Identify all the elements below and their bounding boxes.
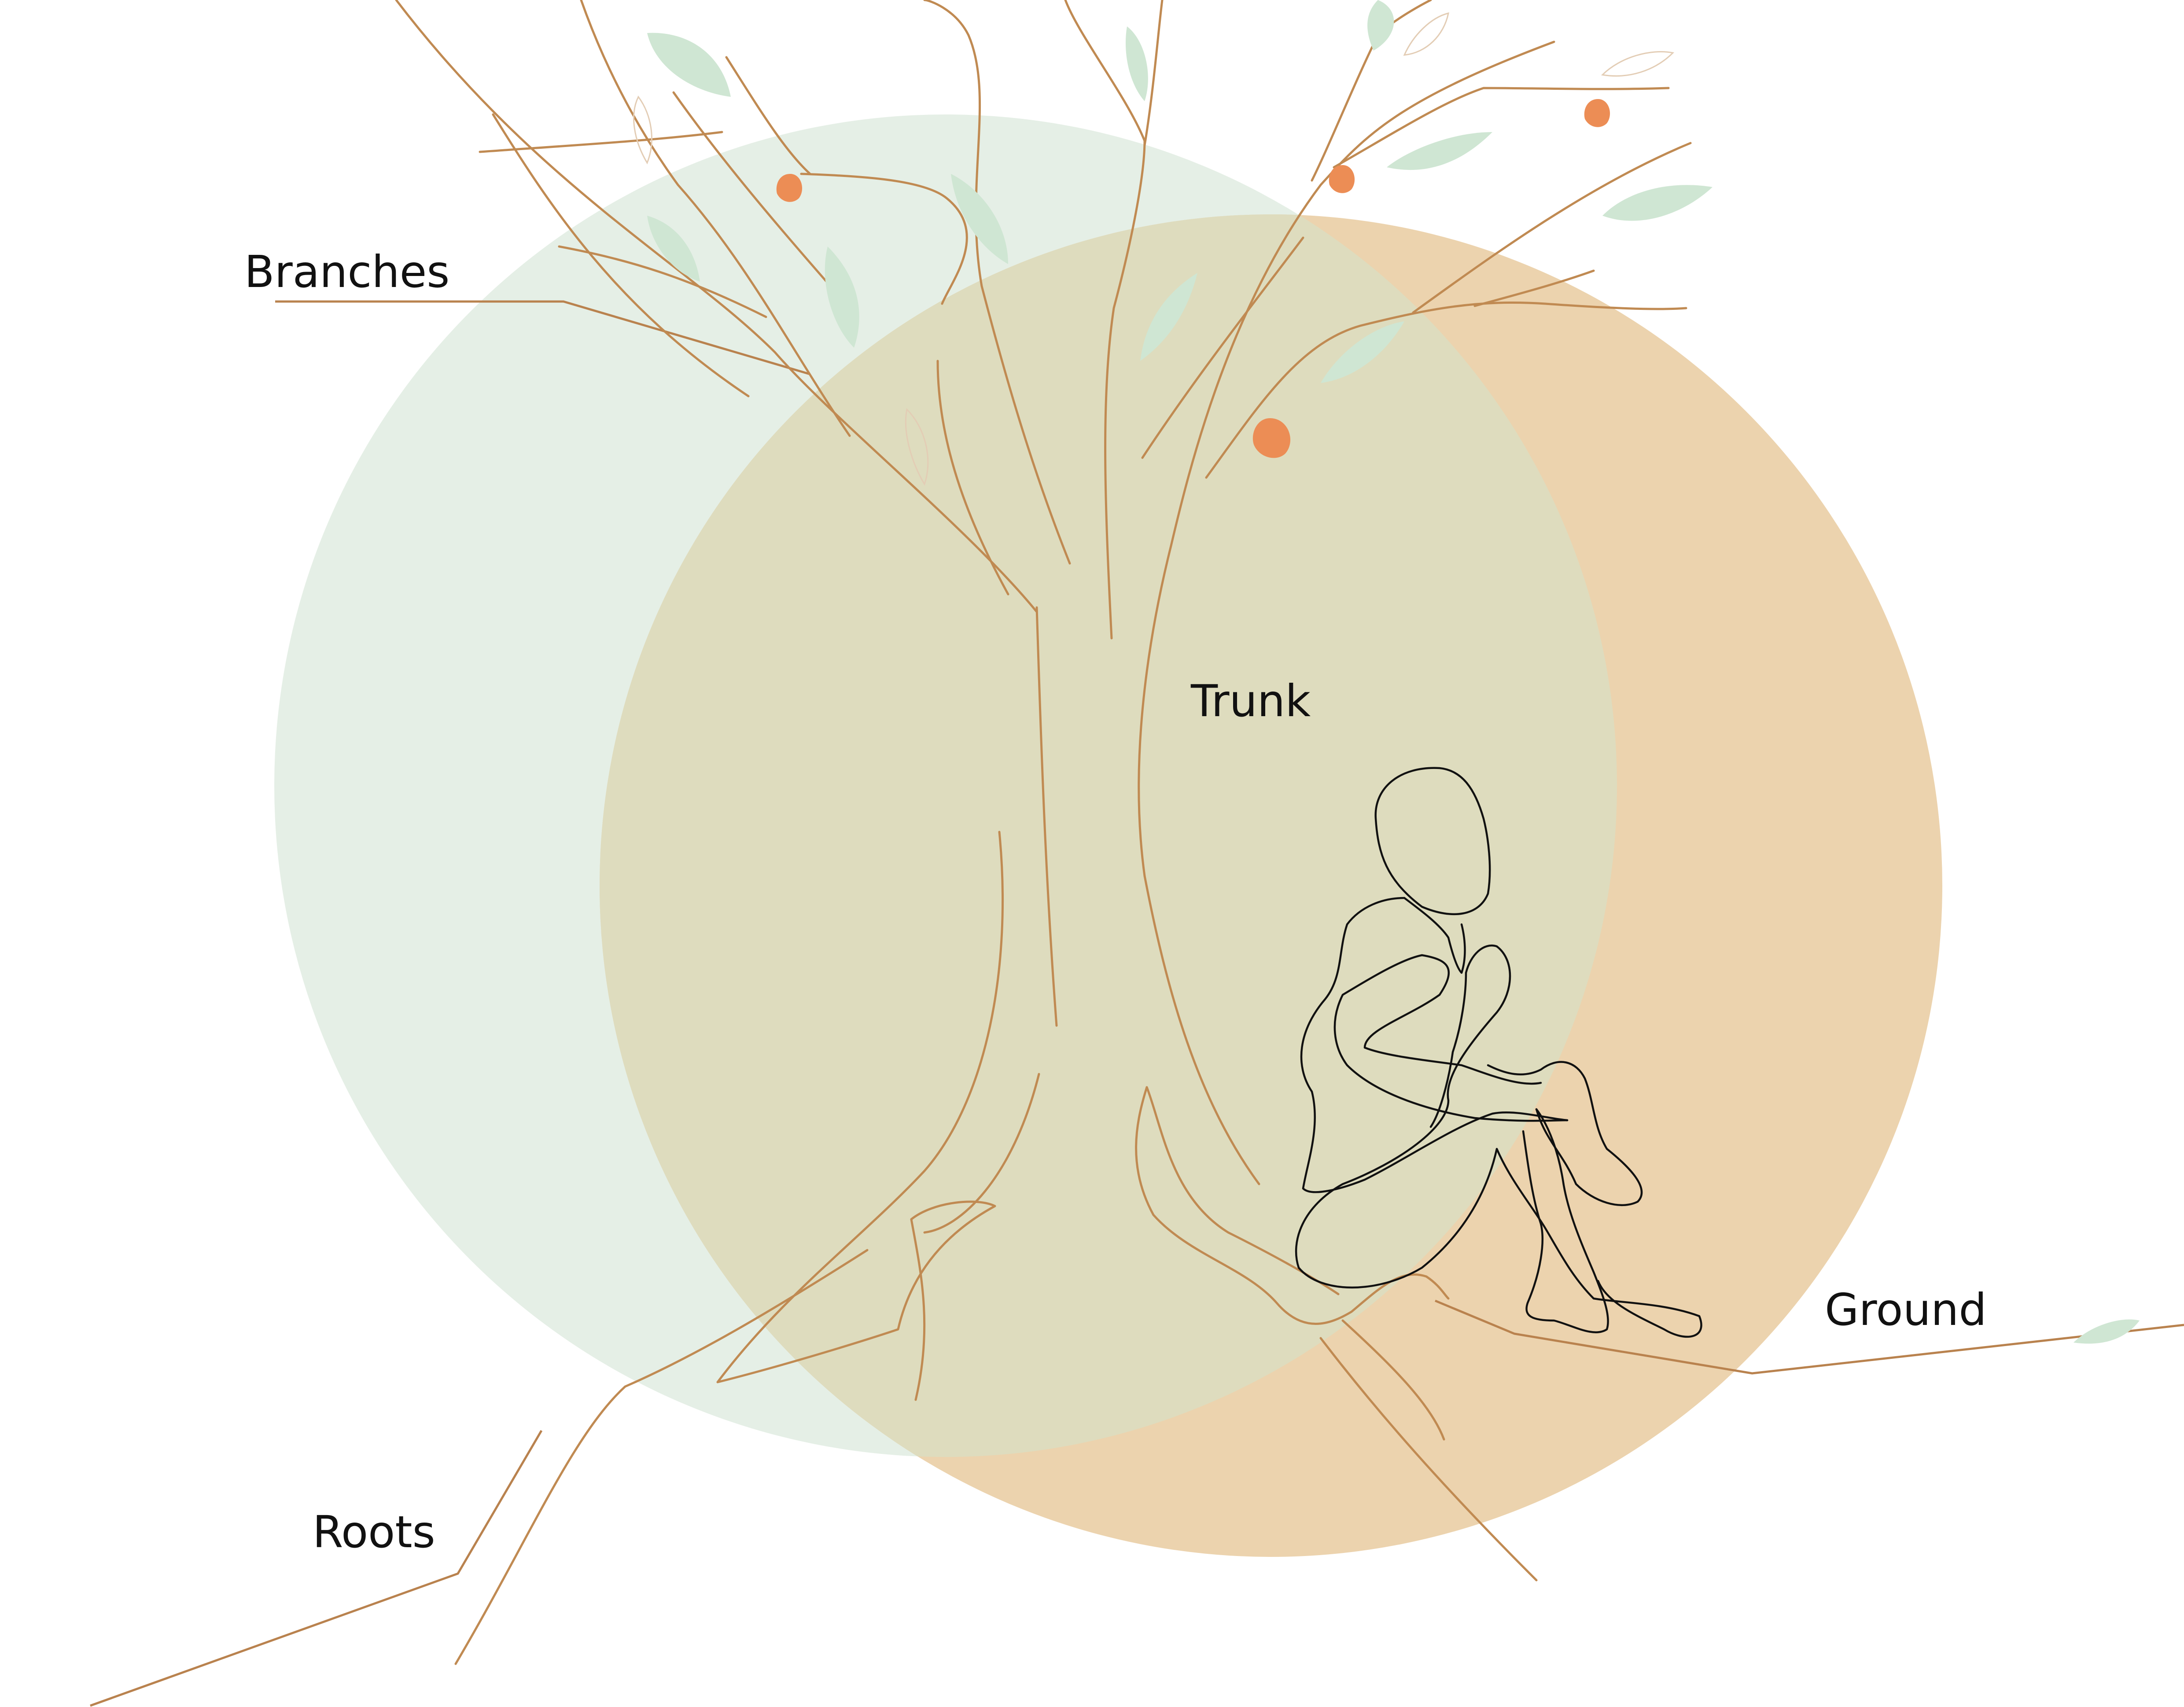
leader-lines (90, 300, 2184, 1707)
fruit-icon (1252, 418, 1291, 458)
branches-leader (275, 300, 810, 375)
leaf-icon (1367, 0, 1394, 51)
ground-leader (1435, 1299, 2184, 1375)
leaf-icon (647, 216, 700, 282)
fruits (776, 99, 1610, 458)
leaf-outline-icon (1403, 12, 1449, 56)
leaf-icon (825, 246, 859, 348)
roots-label: Roots (313, 1506, 435, 1558)
leaf-outline-icon (633, 96, 652, 165)
person-sitting-illustration (1295, 767, 1702, 1338)
leaf-outline-icon (905, 408, 929, 486)
leaf-icon (647, 33, 731, 97)
leaf-icon (1140, 273, 1197, 361)
ground-label: Ground (1825, 1284, 1987, 1335)
branches-label: Branches (244, 246, 449, 298)
leaves (633, 0, 2140, 1344)
leaf-icon (1125, 26, 1148, 101)
roots-leader (90, 1430, 543, 1707)
fruit-icon (776, 174, 803, 202)
leaf-outline-icon (1601, 51, 1675, 77)
fruit-icon (1329, 165, 1355, 193)
leaf-icon (1387, 132, 1492, 170)
fruit-icon (1584, 99, 1610, 127)
leaf-icon (2074, 1319, 2140, 1344)
leaf-icon (1321, 321, 1404, 383)
leaf-icon (951, 174, 1008, 264)
trunk-label: Trunk (1190, 675, 1311, 727)
leaf-icon (1602, 185, 1713, 221)
